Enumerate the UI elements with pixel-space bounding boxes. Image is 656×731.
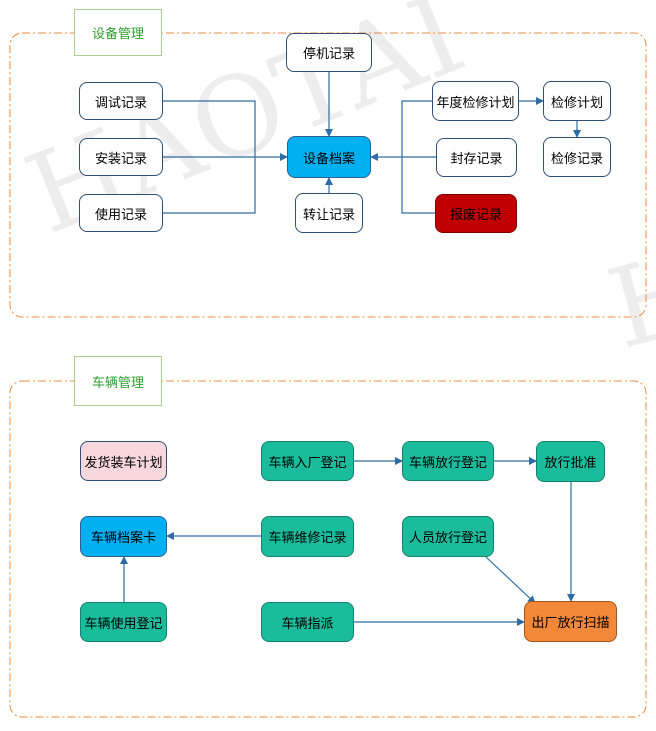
connector-debug-archive [163, 100, 256, 157]
node-vehicle-maintenance: 车辆维修记录 [261, 516, 354, 557]
connector-scrap-archive [401, 157, 435, 214]
connector-staff-exit [485, 556, 536, 604]
equipment-section-label: 设备管理 [74, 9, 162, 56]
connector-annual-archive [401, 100, 432, 157]
node-scrap-record: 报废记录 [435, 194, 517, 233]
node-repair-record: 检修记录 [543, 137, 611, 177]
node-seal-record: 封存记录 [436, 138, 517, 177]
node-install-record: 安装记录 [79, 138, 163, 176]
node-shipping-plan: 发货装车计划 [80, 441, 167, 481]
node-repair-plan: 检修计划 [543, 81, 611, 121]
node-shutdown-record: 停机记录 [286, 33, 372, 72]
node-vehicle-release-registration: 车辆放行登记 [402, 441, 494, 481]
node-debug-record: 调试记录 [79, 82, 163, 120]
node-use-record: 使用记录 [79, 194, 163, 232]
node-release-approval: 放行批准 [536, 441, 605, 482]
vehicle-section-frame [9, 380, 647, 718]
node-transfer-record: 转让记录 [295, 193, 363, 233]
vehicle-section-label: 车辆管理 [74, 356, 162, 406]
node-vehicle-entry: 车辆入厂登记 [261, 441, 354, 481]
node-device-archive: 设备档案 [287, 136, 371, 178]
node-staff-release-registration: 人员放行登记 [402, 516, 494, 557]
node-exit-release-scan: 出厂放行扫描 [524, 601, 617, 642]
node-vehicle-dispatch: 车辆指派 [261, 602, 354, 642]
node-vehicle-use-registration: 车辆使用登记 [80, 602, 167, 642]
node-vehicle-archive-card: 车辆档案卡 [80, 516, 167, 557]
node-annual-repair-plan: 年度检修计划 [432, 81, 519, 121]
connector-use-archive [163, 157, 256, 214]
